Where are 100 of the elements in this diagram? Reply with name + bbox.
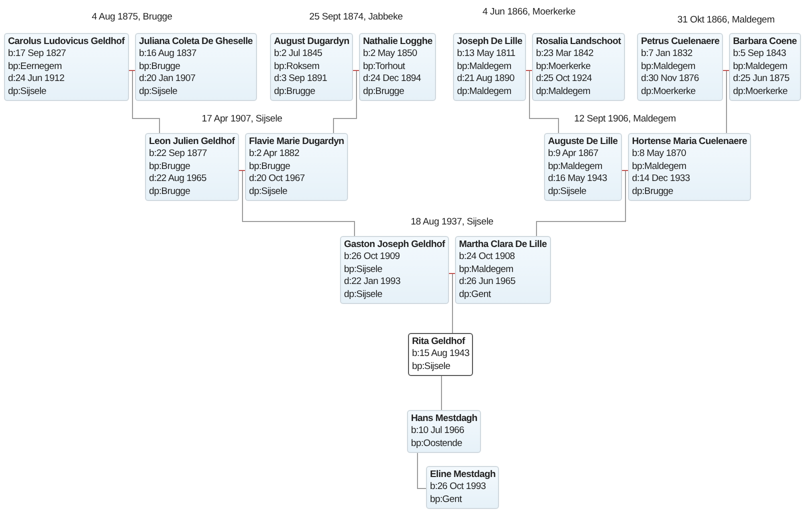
marriage-date: 12 Sept 1906, Maldegem [572,114,678,124]
person-card [532,33,625,102]
person-detail: b:10 Jul 1966 [411,425,466,438]
person-detail: d:14 Dec 1933 [632,173,691,186]
person-card [729,33,801,102]
person-detail: b:15 Aug 1943 [412,348,470,361]
person-card [426,466,500,510]
person-detail: b:5 Sep 1843 [733,48,787,61]
person-name: Joseph De Lille [457,36,522,48]
person-name: Martha Clara De Lille [459,239,547,252]
person-detail: d:22 Jan 1993 [344,276,402,289]
person-name: Petrus Cuelenaere [641,36,720,48]
person-detail: bp:Brugge [139,60,182,74]
person-card [455,236,551,304]
person-detail: dp:Sijsele [344,288,384,302]
person-name: August Dugardyn [274,36,350,48]
marriage-line [352,70,360,71]
person-detail: dp:Sijsele [548,186,588,198]
person-detail: bp:Eernegem [8,60,63,74]
person-name: Barbara Coene [733,36,797,48]
person-detail: b:16 Aug 1837 [139,48,198,61]
person-detail: dp:Moerkerke [641,86,696,98]
person-detail: dp:Brugge [274,86,316,98]
person-card [4,33,129,102]
person-detail: d:25 Oct 1924 [536,73,593,86]
person-detail: bp:Gent [430,494,463,506]
person-detail: dp:Brugge [149,186,192,198]
person-detail: b:17 Sep 1827 [8,48,67,61]
person-card [270,33,354,102]
person-name: Auguste De Lille [548,136,618,148]
person-detail: bp:Brugge [249,160,292,174]
person-detail: bp:Oostende [411,438,464,450]
person-name: Nathalie Logghe [363,36,432,48]
person-name: Juliana Coleta De Gheselle [139,36,253,48]
person-detail: bp:Brugge [149,160,192,174]
person-detail: b:22 Sep 1877 [149,148,208,161]
person-card [544,133,622,202]
person-detail: b:2 Jul 1845 [274,48,324,61]
marriage-date: 4 Aug 1875, Brugge [90,12,174,22]
person-card [453,33,526,102]
person-name: Rosalia Landschoot [536,36,621,48]
person-detail: dp:Sijsele [139,86,178,98]
person-detail: bp:Maldegem [459,264,514,276]
person-card [637,33,724,102]
marriage-date: 18 Aug 1937, Sijsele [408,216,496,228]
person-detail: dp:Brugge [632,186,674,198]
marriage-line [622,170,628,171]
person-detail: bp:Maldegem [632,160,688,174]
person-detail: bp:Maldegem [548,160,604,174]
marriage-date: 31 Okt 1866, Maldegem [675,14,777,26]
person-detail: b:13 May 1811 [457,48,516,61]
person-detail: d:20 Oct 1967 [249,173,306,186]
person-detail: d:16 May 1943 [548,173,608,186]
person-detail: bp:Roksem [274,60,320,74]
person-name: Gaston Joseph Geldhof [344,239,445,252]
marriage-date: 4 Jun 1866, Moerkerke [480,6,578,18]
descent-line [417,452,426,489]
descent-line [536,170,626,236]
person-detail: dp:Brugge [363,86,406,98]
person-card [340,236,449,304]
person-detail: bp:Sijsele [344,264,384,276]
marriage-line [238,170,246,171]
descent-line [441,376,442,410]
person-detail: d:20 Jan 1907 [139,73,196,86]
person-card [245,133,348,202]
person-detail: bp:Maldegem [733,60,788,74]
person-card [359,33,436,102]
person-detail: d:24 Dec 1894 [363,73,422,86]
person-detail: d:24 Jun 1912 [8,73,66,86]
person-detail: dp:Sijsele [249,186,288,198]
person-detail: bp:Torhout [363,60,406,74]
person-name: Flavie Marie Dugardyn [249,136,344,148]
person-detail: d:3 Sep 1891 [274,73,328,86]
person-detail: b:7 Jan 1832 [641,48,694,61]
person-detail: d:30 Nov 1876 [641,73,700,86]
person-detail: dp:Gent [459,288,492,302]
marriage-line [526,70,532,71]
marriage-line [448,273,456,274]
person-detail: dp:Maldegem [536,86,592,98]
person-detail: bp:Maldegem [457,60,512,74]
person-detail: d:22 Aug 1965 [149,173,208,186]
person-name: Carolus Ludovicus Geldhof [8,36,125,48]
person-name: Hans Mestdagh [411,413,478,426]
person-card [135,33,257,102]
person-detail: b:2 May 1850 [363,48,418,61]
person-detail: d:21 Aug 1890 [457,73,516,86]
person-name: Eline Mestdagh [430,469,496,482]
person-detail: bp:Maldegem [641,60,696,74]
person-detail: bp:Moerkerke [536,60,592,74]
person-name: Hortense Maria Cuelenaere [632,136,747,148]
person-detail: b:8 May 1870 [632,148,687,161]
marriage-line [722,70,730,71]
descent-line [333,70,357,134]
person-detail: d:25 Jun 1875 [733,73,790,86]
person-detail: d:26 Jun 1965 [459,276,516,289]
person-name: Leon Julien Geldhof [149,136,235,148]
person-detail: b:9 Apr 1867 [548,148,600,161]
person-card [408,333,474,376]
person-detail: b:24 Oct 1908 [459,251,516,264]
marriage-line [128,70,136,71]
